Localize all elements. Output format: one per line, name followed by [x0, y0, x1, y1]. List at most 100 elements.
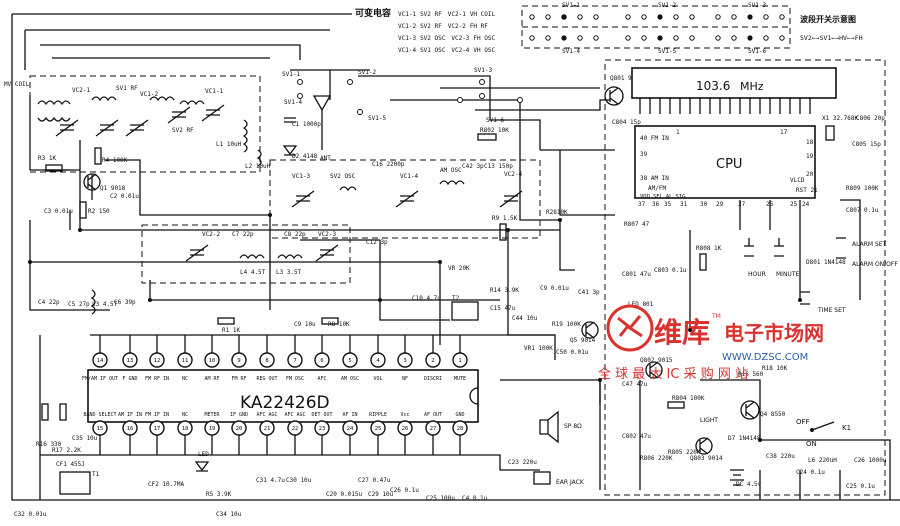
svg-text:13: 13 — [127, 358, 134, 364]
c31-label: C31 4.7u — [256, 477, 285, 484]
sv1-2-label: SV1-2 — [658, 2, 676, 9]
t1-label: T1 — [92, 471, 100, 478]
sv1-5-switch-label: SV1-5 — [368, 115, 386, 122]
ic-label: KA22426D — [240, 393, 330, 413]
sv1-3-switch-label: SV1-3 — [474, 67, 492, 74]
svg-text:12: 12 — [154, 358, 161, 364]
off-label: OFF — [796, 418, 810, 426]
svg-text:NC: NC — [182, 376, 188, 382]
vc1-2-label: VC1-2 — [140, 91, 158, 98]
r8-label: R8 10K — [328, 321, 350, 328]
d801-label: D801 1N4148 — [806, 259, 846, 266]
dc-label: DC 4.5v — [736, 481, 762, 488]
cf2-label: CF2 10.7MA — [148, 481, 185, 488]
d2-label: D2 4148 — [292, 153, 318, 160]
am-osc-label: AM OSC — [440, 167, 462, 174]
c25-label: C25 100u — [426, 495, 455, 502]
sv1-6-switch-label: SV1-6 — [486, 117, 504, 124]
r9-label: R9 1.5K — [492, 215, 518, 222]
r18-label: R18 10K — [762, 365, 788, 372]
c26a-label: C26 0.1u — [390, 487, 419, 494]
on-label: ON — [806, 440, 817, 448]
r1-label: R1 1K — [222, 327, 240, 334]
c32-label: C32 0.01u — [14, 511, 47, 518]
fm-front-end: C4 22p C5 27p L3 4.5T C6 39p R1 1K — [38, 289, 240, 334]
svg-text:GND: GND — [455, 412, 464, 418]
watermark-url: WWW.DZSC.COM — [722, 352, 808, 363]
svg-text:AM OSC: AM OSC — [341, 376, 359, 382]
cf1-label: CF1 455J — [56, 461, 85, 468]
svg-text:21: 21 — [264, 426, 271, 432]
c8-label: C8 22p — [284, 231, 306, 238]
svg-text:AM IF IN: AM IF IN — [118, 412, 142, 418]
vc2-2-label: VC2-2 — [202, 231, 220, 238]
vc2-4-label: VC2-4 — [504, 171, 522, 178]
c15-label: C15 47u — [490, 305, 516, 312]
svg-text:35: 35 — [664, 201, 672, 208]
svg-text:NC: NC — [182, 412, 188, 418]
c1-label: C1 1000p — [292, 121, 321, 128]
svg-text:FM OSC: FM OSC — [286, 376, 304, 382]
c806-label: C806 20p — [856, 115, 885, 122]
c35-label: C35 10u — [72, 435, 98, 442]
watermark: 维库 TM 电子市场网 WWW.DZSC.COM 全 球 最 大 IC 采 购 … — [598, 304, 824, 382]
svg-text:31: 31 — [680, 201, 688, 208]
sv1-1-label: SV1-1 — [562, 2, 580, 9]
c9-label: C9 0.01u — [540, 285, 569, 292]
r3-label: R3 1K — [38, 155, 56, 162]
junction-dots — [28, 213, 802, 442]
r2-label: R2 150 — [88, 208, 110, 215]
cpu-pin-vlcd: VLCD — [790, 177, 805, 184]
svg-text:4: 4 — [376, 358, 380, 364]
svg-text:F GND: F GND — [122, 376, 137, 382]
q4-label: Q4 8550 — [760, 411, 786, 418]
bottom-passives: R16 330 R17 2.2K C35 10u CF1 455J T1 CF2… — [14, 403, 585, 518]
svg-text:VOL: VOL — [373, 376, 382, 382]
c23-label: C23 220u — [508, 459, 537, 466]
svg-text:26: 26 — [766, 201, 774, 208]
c47-label: C47 47u — [622, 381, 648, 388]
lcd-unit: MHz — [740, 80, 764, 93]
svg-text:8: 8 — [265, 358, 268, 364]
time-set-label: TIME SET — [817, 307, 846, 314]
oscillator-section: VC1-3 SV2 OSC C16 2200p VC1-4 AM OSC C42… — [291, 161, 522, 208]
svg-text:Vcc: Vcc — [400, 412, 409, 418]
q802-label: Q802 9015 — [640, 357, 673, 364]
legend-title: 可变电容 — [355, 7, 391, 19]
r19-label: R19 100K — [552, 321, 581, 328]
band-sequence: SV2←→SV1←→HV←→FH — [800, 34, 863, 42]
r4-label: R4 100K — [102, 157, 128, 164]
svg-text:19: 19 — [209, 426, 216, 432]
svg-text:NF: NF — [402, 376, 408, 382]
r16-label: R16 330 — [36, 441, 62, 448]
svg-text:3: 3 — [403, 358, 406, 364]
svg-text:14: 14 — [97, 358, 104, 364]
svg-text:36: 36 — [652, 201, 660, 208]
r17-label: R17 2.2K — [52, 447, 81, 454]
svg-text:28: 28 — [457, 426, 464, 432]
sv1-5-label: SV1-5 — [658, 48, 676, 55]
svg-text:15: 15 — [97, 426, 104, 432]
r15-label: R15 560 — [738, 371, 764, 378]
svg-text:AM RF: AM RF — [204, 376, 219, 382]
cpu-pin-17: 17 — [780, 129, 788, 136]
c801-label: C801 47u — [622, 271, 651, 278]
svg-text:DISCRI: DISCRI — [424, 376, 442, 382]
svg-text:RIPPLE: RIPPLE — [369, 412, 387, 418]
svg-text:22: 22 — [292, 426, 299, 432]
c44-label: C44 10u — [512, 315, 538, 322]
svg-text:17: 17 — [154, 426, 161, 432]
svg-text:9: 9 — [237, 358, 240, 364]
hour-label: HOUR — [748, 271, 766, 278]
svg-text:26: 26 — [402, 426, 409, 432]
c50-label: C50 0.01u — [556, 349, 589, 356]
r2810-label: R2810K — [546, 209, 568, 216]
q1-label: Q1 9018 — [100, 185, 126, 192]
c2-label: C2 0.01u — [110, 193, 139, 200]
k1-label: K1 — [842, 424, 851, 432]
svg-text:20: 20 — [236, 426, 243, 432]
sv1-6-label: SV1-6 — [748, 48, 766, 55]
